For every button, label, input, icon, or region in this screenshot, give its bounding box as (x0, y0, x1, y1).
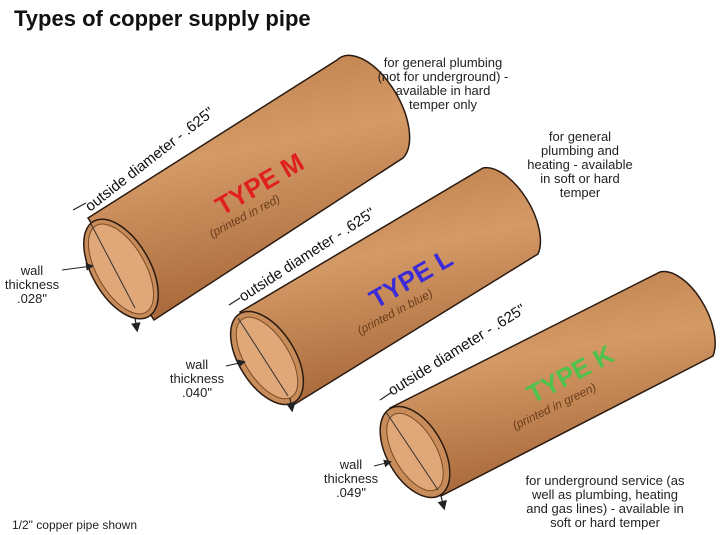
wall-label: wall (20, 263, 44, 278)
note-type-m: for general plumbing (not for undergroun… (377, 55, 509, 112)
note-type-k: for underground service (as well as plum… (525, 473, 685, 530)
thickness-value: .028" (17, 291, 47, 306)
wall-label: wall (339, 457, 363, 472)
thickness-label: thickness (4, 277, 60, 292)
thickness-value: .049" (336, 485, 366, 500)
thickness-value: .040" (182, 385, 212, 400)
wall-thickness-l: wall thickness .040" (162, 358, 232, 400)
page-title: Types of copper supply pipe (14, 6, 311, 31)
wall-thickness-m: wall thickness .028" (2, 264, 62, 306)
wall-label: wall (185, 357, 209, 372)
wall-thickness-k: wall thickness .049" (316, 458, 386, 500)
footnote: 1/2" copper pipe shown (12, 518, 138, 532)
thickness-label: thickness (323, 471, 379, 486)
note-type-l: for general plumbing and heating - avail… (527, 129, 633, 200)
thickness-label: thickness (169, 371, 225, 386)
